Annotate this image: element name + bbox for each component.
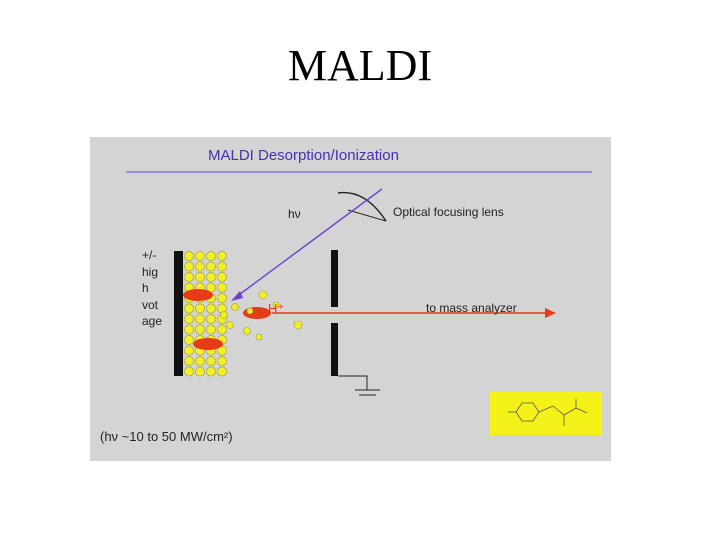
- matrix-crystal: [195, 324, 205, 335]
- photon-energy-label: hν: [288, 207, 301, 221]
- matrix-crystal: [217, 261, 227, 272]
- matrix-crystals: [184, 251, 227, 377]
- voltage-label-line: vot: [142, 297, 159, 312]
- matrix-crystal: [195, 366, 205, 377]
- matrix-crystal: [206, 272, 216, 282]
- matrix-crystal: [206, 314, 216, 324]
- matrix-crystal: [195, 303, 205, 314]
- voltage-label-line: age: [142, 314, 163, 328]
- voltage-label-line: hig: [142, 264, 159, 279]
- matrix-crystal: [184, 366, 194, 377]
- matrix-crystal: [184, 303, 194, 314]
- diagram-title: MALDI Desorption/Ionization: [208, 147, 399, 164]
- sample-plate: [174, 251, 183, 376]
- matrix-crystal: [206, 366, 216, 377]
- ion-label: H⁺: [268, 301, 285, 316]
- ground-icon: [338, 375, 380, 396]
- voltage-label-line: h: [142, 281, 149, 295]
- mass-analyzer-label: to mass analyzer: [426, 301, 517, 315]
- matrix-crystal: [217, 251, 227, 261]
- matrix-crystal: [195, 314, 205, 324]
- analyte-molecule: [183, 289, 213, 301]
- matrix-crystal: [206, 356, 216, 366]
- extraction-grid-bottom: [331, 323, 338, 376]
- matrix-crystal: [184, 335, 194, 345]
- desorbed-matrix-plume: [220, 290, 303, 341]
- matrix-crystal: [217, 282, 227, 293]
- matrix-crystal: [184, 314, 194, 324]
- desorbed-analyte-ion: [243, 307, 271, 319]
- matrix-crystal: [217, 366, 227, 377]
- molecule-structure-drawing: [508, 399, 588, 426]
- matrix-crystal: [195, 272, 205, 282]
- lens-icon: [337, 191, 387, 222]
- matrix-crystal: [184, 356, 194, 366]
- matrix-crystal: [206, 251, 216, 261]
- matrix-crystal: [184, 261, 194, 272]
- maldi-diagram: MALDI Desorption/Ionization hν Optical f…: [90, 137, 611, 461]
- molecule-structure-icon: [490, 392, 602, 435]
- diagram-graphics: [126, 171, 602, 435]
- matrix-crystal: [217, 272, 227, 282]
- matrix-crystal: [217, 356, 227, 366]
- matrix-crystal: [206, 324, 216, 335]
- matrix-crystal: [184, 251, 194, 261]
- matrix-crystal: [217, 324, 227, 335]
- matrix-crystal: [206, 261, 216, 272]
- laser-arrowhead: [231, 291, 243, 301]
- matrix-crystal: [217, 293, 227, 303]
- lens-leader-line: [347, 209, 387, 222]
- matrix-crystal: [184, 324, 194, 335]
- ion-path-arrowhead: [545, 308, 556, 318]
- laser-beam: [235, 188, 383, 298]
- voltage-label: +/- hig h vot age: [142, 247, 162, 330]
- matrix-crystal: [195, 356, 205, 366]
- matrix-crystal: [184, 345, 194, 356]
- laser-power-label: (hν ~10 to 50 MW/cm²): [100, 429, 233, 444]
- matrix-crystal: [206, 303, 216, 314]
- slide-title: MALDI: [287, 41, 433, 90]
- lens-label: Optical focusing lens: [393, 205, 504, 219]
- matrix-crystal: [195, 251, 205, 261]
- voltage-label-line: +/-: [142, 248, 157, 262]
- extraction-grid-top: [331, 250, 338, 307]
- analyte-molecule: [193, 338, 223, 350]
- matrix-crystal: [184, 272, 194, 282]
- matrix-crystal: [195, 261, 205, 272]
